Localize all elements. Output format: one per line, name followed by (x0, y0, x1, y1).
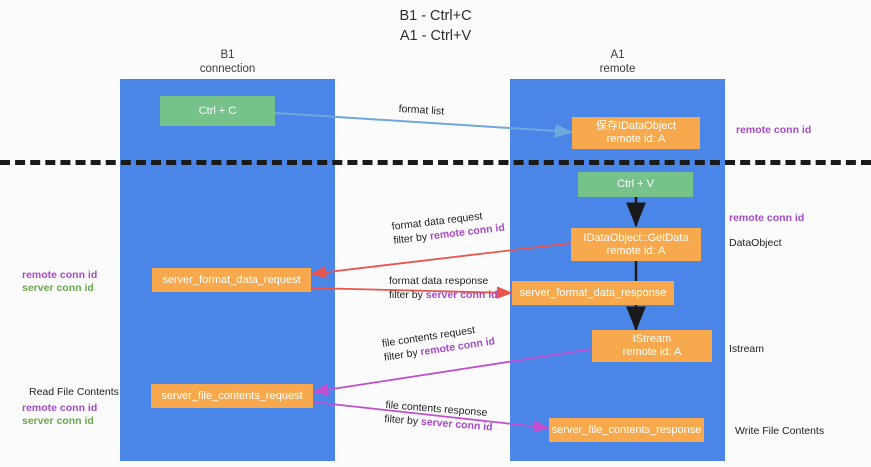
filter-by-prefix: filter by (389, 289, 426, 301)
filter-by-prefix: filter by (383, 346, 422, 364)
side-label-read-file-contents: Read File Contents (29, 386, 119, 398)
side-label-remote-conn-id-mid: remote conn id (729, 212, 805, 224)
node-save-idataobject[interactable]: 保存IDataObject remote id: A (572, 117, 700, 149)
side-label-write-file-contents: Write File Contents (735, 425, 825, 437)
node-server-format-data-response[interactable]: server_format_data_response (512, 281, 674, 305)
lane-title-b1: B1 connection (199, 49, 256, 75)
node-server-file-contents-response[interactable]: server_file_contents_response (549, 418, 704, 442)
node-idataobject-getdata[interactable]: IDataObject::GetData remote id: A (571, 228, 701, 261)
edge-label-format-data-request: format data request filter by remote con… (391, 207, 506, 248)
edge-label-format-data-response: format data response filter by server co… (389, 274, 498, 302)
node-ctrl-v[interactable]: Ctrl + V (578, 172, 693, 197)
filter-by-prefix: filter by (392, 230, 431, 247)
edge-label-file-contents-request: file contents request filter by remote c… (381, 320, 496, 364)
edge-label-file-contents-response: file contents response filter by server … (384, 398, 494, 434)
legend-left-mid-server-conn-id: server conn id (22, 282, 94, 294)
edge-label-format-list: format list (398, 102, 445, 118)
lane-title-a1: A1 remote (599, 49, 636, 75)
node-istream[interactable]: IStream remote id: A (592, 330, 712, 362)
node-server-file-contents-request[interactable]: server_file_contents_request (151, 384, 313, 408)
filter-by-prefix: filter by (383, 412, 422, 428)
edge-label-format-data-response-filter: filter by server conn id (389, 288, 498, 302)
page-title: B1 - Ctrl+C A1 - Ctrl+V (399, 8, 472, 44)
legend-left-bottom-remote-conn-id: remote conn id (22, 402, 98, 414)
node-ctrl-c[interactable]: Ctrl + C (160, 96, 275, 126)
side-label-istream: Istream (729, 343, 765, 355)
legend-left-bottom-server-conn-id: server conn id (22, 415, 94, 427)
filter-key-server-conn-id: server conn id (425, 289, 498, 301)
side-label-dataobject: DataObject (729, 237, 782, 249)
phase-divider (0, 160, 871, 165)
edge-label-format-data-response-text: format data response (389, 275, 489, 287)
node-server-format-data-request[interactable]: server_format_data_request (152, 268, 311, 292)
side-label-remote-conn-id-top: remote conn id (736, 124, 812, 136)
legend-left-mid-remote-conn-id: remote conn id (22, 269, 98, 281)
